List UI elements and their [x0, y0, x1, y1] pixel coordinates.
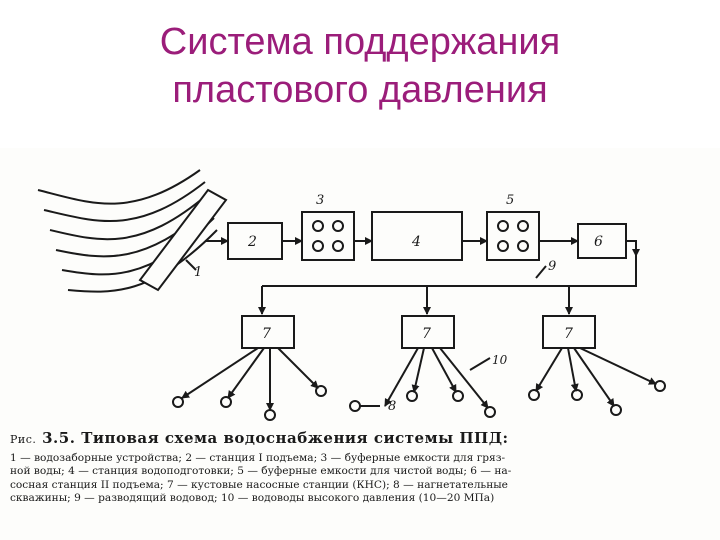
- label-7c: 7: [564, 326, 573, 342]
- clean-water-tanks-box: [486, 211, 540, 261]
- slide-title: Система поддержания пластового давления: [0, 18, 720, 114]
- label-6: 6: [594, 234, 603, 250]
- injection-wells-group-3: [528, 347, 666, 416]
- label-5: 5: [506, 193, 514, 208]
- figure-caption: Рис. 3.5. Типовая схема водоснабжения си…: [10, 428, 715, 506]
- label-4: 4: [411, 234, 421, 250]
- label-7a: 7: [262, 326, 271, 342]
- label-8: 8: [388, 399, 396, 414]
- caption-line: 1 — водозаборные устройства; 2 — станция…: [10, 452, 506, 464]
- caption-legend: 1 — водозаборные устройства; 2 — станция…: [10, 452, 715, 506]
- distribution-pipeline: [262, 240, 637, 287]
- cluster-pump-station-1: [241, 315, 295, 349]
- slide-title-line-2: пластового давления: [172, 69, 548, 111]
- caption-heading: Рис. 3.5. Типовая схема водоснабжения си…: [10, 428, 715, 450]
- label-1: 1: [194, 265, 202, 280]
- caption-title: Типовая схема водоснабжения системы ППД:: [81, 429, 509, 447]
- caption-line: сосная станция II подъема; 7 — кустовые …: [10, 478, 508, 491]
- caption-prefix: Рис.: [10, 433, 37, 446]
- intake-device: [138, 188, 228, 292]
- caption-number: 3.5.: [42, 429, 76, 447]
- injection-wells-group-1: [172, 347, 327, 421]
- label-10: 10: [492, 353, 508, 367]
- label-9: 9: [548, 259, 556, 274]
- caption-line: ной воды; 4 — станция водоподготовки; 5 …: [10, 465, 512, 478]
- label-7b: 7: [422, 326, 431, 342]
- injection-wells-group-2: [349, 347, 496, 418]
- caption-line: скважины; 9 — разводящий водовод; 10 — в…: [10, 492, 495, 505]
- water-treatment-box: [371, 211, 463, 261]
- scanned-figure: 1 2 3 4 5 6 7 7 7 8 9 10: [0, 148, 720, 540]
- cluster-pump-station-2: [401, 315, 455, 349]
- water-supply-diagram: 1 2 3 4 5 6 7 7 7 8 9 10: [37, 169, 666, 421]
- label-3: 3: [316, 193, 324, 208]
- slide-title-line-1: Система поддержания: [159, 21, 561, 63]
- river-strata: [37, 169, 218, 293]
- dirty-water-tanks-box: [301, 211, 355, 261]
- label-2: 2: [247, 234, 257, 250]
